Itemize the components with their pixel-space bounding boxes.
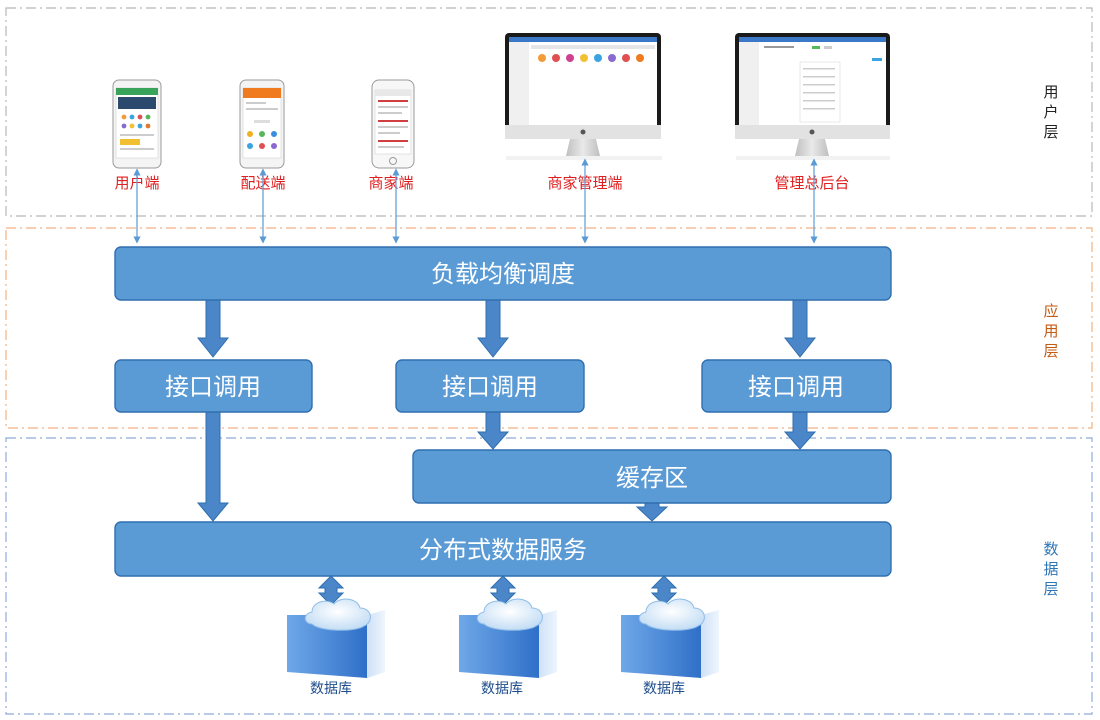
api-box-2: 接口调用 <box>395 359 585 413</box>
arrow-lb-to-api-2 <box>476 299 510 358</box>
database-label-3: 数据库 <box>643 681 685 697</box>
monitor-admin-backend-icon <box>735 33 890 160</box>
phone-user-icon <box>112 79 162 169</box>
load-balancer-label: 负载均衡调度 <box>431 260 575 288</box>
api-box-1-label: 接口调用 <box>165 373 261 401</box>
distributed-data-service-box: 分布式数据服务 <box>114 521 892 577</box>
client-label-admin-backend: 管理总后台 <box>774 174 849 192</box>
distributed-data-service-label: 分布式数据服务 <box>419 536 587 564</box>
data-layer-label: 数据层 <box>1043 540 1058 598</box>
client-label-merchant: 商家端 <box>368 174 413 192</box>
app-layer-label: 应用层 <box>1043 302 1058 360</box>
load-balancer-box: 负载均衡调度 <box>114 246 892 301</box>
database-label-1: 数据库 <box>310 681 352 697</box>
api-box-3-label: 接口调用 <box>748 373 844 401</box>
arrow-cache-to-dist <box>635 502 669 522</box>
data-layer-frame <box>5 437 1093 715</box>
database-icon-2 <box>459 598 557 678</box>
database-icon-3 <box>621 598 719 678</box>
api-box-2-label: 接口调用 <box>442 373 538 401</box>
phone-merchant-icon <box>371 79 415 169</box>
cache-label: 缓存区 <box>616 464 688 492</box>
arrow-api-3-to-cache <box>783 411 817 450</box>
arrow-api-2-to-cache <box>476 411 510 450</box>
phone-delivery-icon <box>239 79 285 169</box>
database-icon-1 <box>287 598 385 678</box>
arrow-lb-to-api-1 <box>196 299 230 358</box>
user-layer-label: 用户层 <box>1043 83 1058 141</box>
cache-box: 缓存区 <box>412 449 892 504</box>
monitor-merchant-admin-icon <box>505 33 662 160</box>
app-layer-frame <box>5 227 1093 429</box>
user-layer-frame <box>5 7 1093 217</box>
api-box-3: 接口调用 <box>701 359 892 413</box>
database-label-2: 数据库 <box>481 681 523 697</box>
api-box-1: 接口调用 <box>114 359 313 413</box>
arrow-api-1-to-dist <box>196 411 230 522</box>
arrow-lb-to-api-3 <box>783 299 817 358</box>
